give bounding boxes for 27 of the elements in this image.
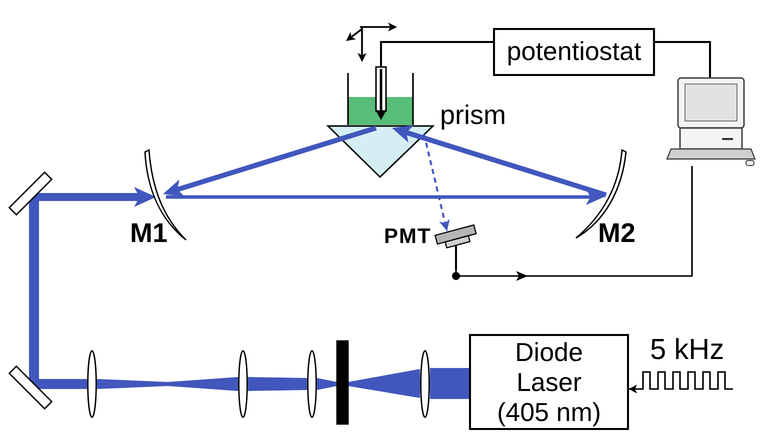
laser-box: Diode Laser (405 nm) bbox=[469, 334, 629, 430]
lens bbox=[87, 350, 97, 418]
mirror-label: M1 bbox=[130, 218, 168, 250]
beam-arrow bbox=[163, 126, 377, 197]
wire bbox=[655, 41, 711, 78]
aperture bbox=[337, 341, 348, 424]
detector-label: PMT bbox=[384, 225, 432, 250]
signal-wire bbox=[452, 166, 693, 281]
laser-beam bbox=[97, 377, 238, 391]
laser-beam bbox=[317, 378, 337, 390]
wire bbox=[380, 41, 493, 67]
laser-beam bbox=[348, 369, 420, 398]
computer-icon bbox=[667, 78, 755, 166]
electrode bbox=[375, 67, 388, 120]
signal-arrow bbox=[629, 384, 638, 394]
beam-arrow bbox=[166, 189, 604, 205]
laser-beam bbox=[430, 368, 469, 399]
laser-beam bbox=[248, 377, 307, 391]
lens bbox=[307, 350, 317, 418]
prism-label: prism bbox=[440, 100, 506, 132]
lens bbox=[238, 350, 248, 418]
lens bbox=[420, 350, 430, 418]
dashed-arrow bbox=[423, 134, 450, 232]
frequency-label: 5 kHz bbox=[650, 334, 724, 368]
potentiostat-box: potentiostat bbox=[493, 28, 655, 76]
beam-arrow bbox=[392, 125, 607, 198]
mirror-label: M2 bbox=[598, 218, 636, 250]
